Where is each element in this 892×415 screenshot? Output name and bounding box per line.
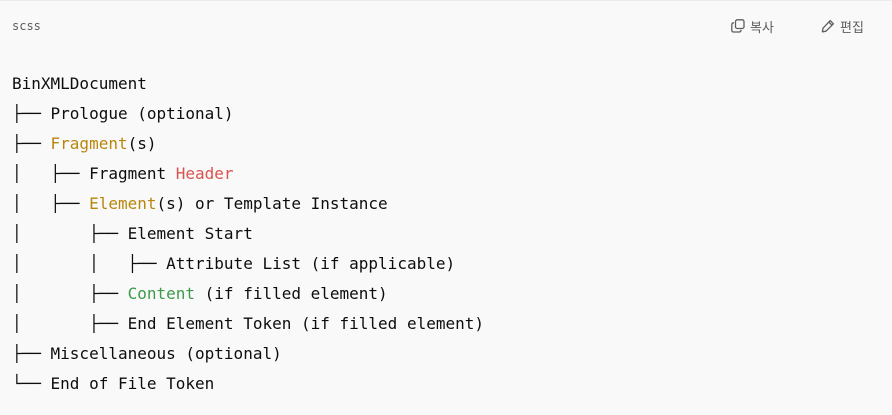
- code-line: │ ├── Element Start: [12, 219, 484, 249]
- code-token: │ │ ├── Attribute List (if applicable): [12, 254, 456, 273]
- code-line: │ ├── Fragment Header: [12, 159, 484, 189]
- code-token: (s): [127, 134, 157, 153]
- code-line: │ │ ├── Attribute List (if applicable): [12, 249, 484, 279]
- code-line: │ ├── Element(s) or Template Instance: [12, 189, 484, 219]
- pencil-icon: [821, 19, 835, 33]
- copy-label: 복사: [750, 20, 774, 36]
- code-line: BinXMLDocument: [12, 69, 484, 99]
- edit-label: 편집: [840, 20, 864, 36]
- code-line: ├── Fragment(s): [12, 129, 484, 159]
- code-token: BinXMLDocument: [12, 74, 147, 93]
- code-token: (if filled element): [195, 284, 388, 303]
- code-block-header: scss 복사 편집: [0, 1, 892, 51]
- copy-icon: [731, 19, 745, 33]
- code-token: └── End of File Token: [12, 374, 215, 393]
- code-token: │ ├── Fragment: [12, 164, 176, 183]
- code-token: │ ├── End Element Token (if filled eleme…: [12, 314, 485, 333]
- code-token: ├──: [12, 134, 51, 153]
- copy-button[interactable]: 복사: [731, 16, 774, 36]
- code-token: Fragment: [50, 134, 128, 153]
- code-content: BinXMLDocument ├── Prologue (optional) ├──…: [12, 69, 484, 399]
- code-token: Header: [175, 164, 234, 183]
- code-line: ├── Prologue (optional): [12, 99, 484, 129]
- code-token: ├── Prologue (optional): [12, 104, 234, 123]
- code-token: ├── Miscellaneous (optional): [12, 344, 282, 363]
- code-line: │ ├── End Element Token (if filled eleme…: [12, 309, 484, 339]
- code-line: ├── Miscellaneous (optional): [12, 339, 484, 369]
- code-line: └── End of File Token: [12, 369, 484, 399]
- language-label: scss: [12, 19, 41, 33]
- code-line: │ ├── Content (if filled element): [12, 279, 484, 309]
- edit-button[interactable]: 편집: [821, 16, 864, 36]
- code-token: │ ├── Element Start: [12, 224, 253, 243]
- code-token: │ ├──: [12, 284, 128, 303]
- code-token: (s) or Template Instance: [156, 194, 388, 213]
- code-token: Element: [89, 194, 157, 213]
- code-token: Content: [127, 284, 196, 303]
- code-token: │ ├──: [12, 194, 90, 213]
